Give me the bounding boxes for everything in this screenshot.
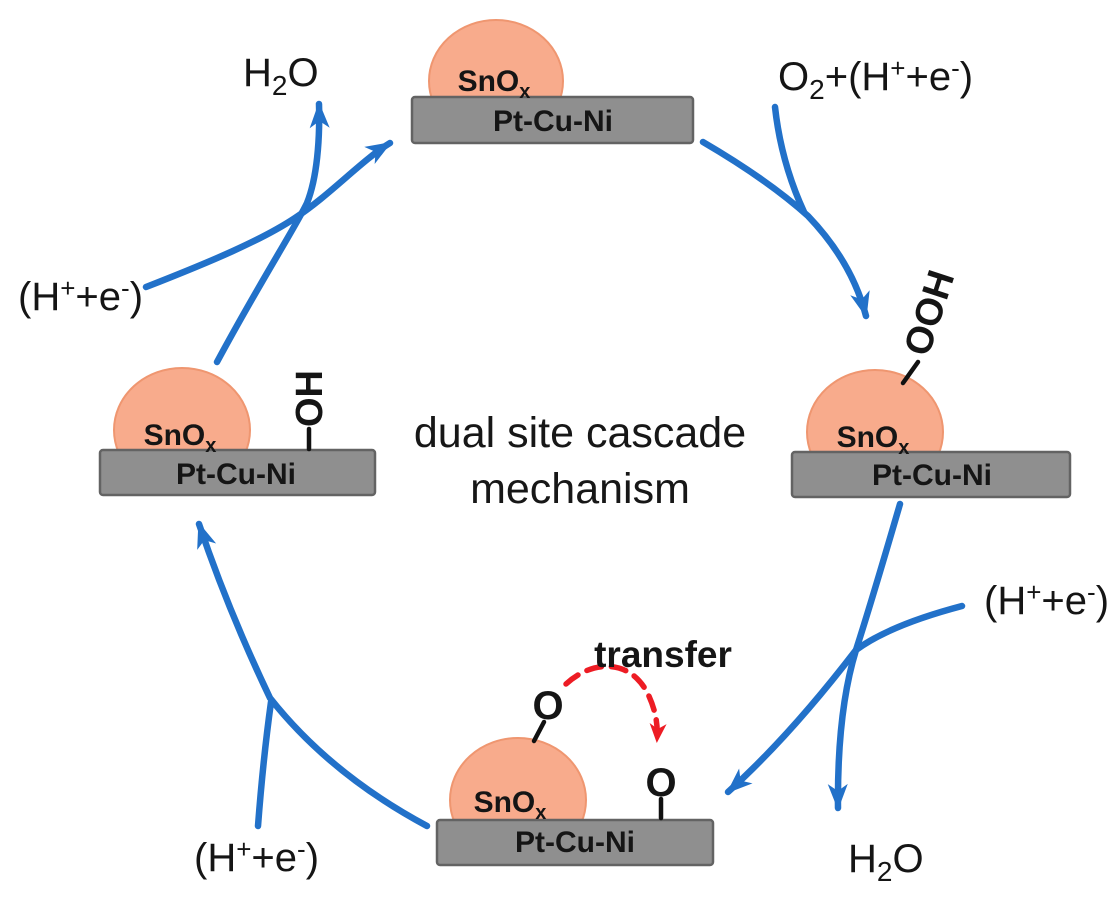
he-close: ): [130, 275, 143, 319]
snox-subscript: x: [519, 81, 530, 103]
catalyst-unit-right: SnOx Pt-Cu-Ni OOH: [790, 265, 1072, 499]
title-line-1: dual site cascade: [414, 409, 746, 457]
snox-label: SnOx: [837, 421, 910, 459]
ooh-label: OOH: [897, 265, 964, 360]
he-close: ): [306, 836, 319, 880]
o2-mid2: +e: [905, 55, 951, 99]
o2-proton-electron-label: O2+(H++e-): [778, 53, 973, 105]
support-label: Pt-Cu-Ni: [872, 459, 992, 492]
line-h-e-feed-bottom-left: [254, 698, 275, 830]
o2-sup1: +: [890, 53, 905, 83]
he-mid: +e: [75, 275, 121, 319]
o2-o: O: [778, 55, 809, 99]
he-sup1: +: [1026, 577, 1041, 607]
o2-sub: 2: [809, 74, 825, 105]
species-labels: H2O O2+(H++e-) (H++e-) (H++e-) (H++e-) H…: [18, 51, 1109, 887]
catalyst-unit-bottom: SnOx Pt-Cu-Ni O O transfer: [435, 634, 732, 867]
catalyst-unit-left: SnOx Pt-Cu-Ni OH: [98, 367, 377, 497]
o-atom-right: O: [645, 761, 676, 805]
arrow-bottom-to-left-catalyst: [195, 520, 431, 830]
o2-mid1: +(H: [825, 55, 891, 99]
arrow-top-to-ooh-site: [699, 138, 870, 320]
diagram-title: dual site cascade mechanism: [414, 409, 746, 513]
catalyst-unit-top: SnOx Pt-Cu-Ni: [410, 19, 695, 145]
title-line-2: mechanism: [470, 465, 690, 513]
snox-main: SnO: [837, 421, 899, 454]
he-sup2: -: [121, 273, 130, 303]
h2o-sub: 2: [272, 70, 288, 101]
o-atom-left: O: [532, 684, 563, 728]
snox-main: SnO: [474, 786, 536, 819]
he-sup1: +: [236, 834, 251, 864]
pt-cu-ni-support: [790, 450, 1072, 499]
he-sup1: +: [60, 273, 75, 303]
arrow-h-e-to-top-catalyst: [142, 139, 394, 291]
he-sup2: -: [1087, 577, 1096, 607]
h2o-o: O: [287, 51, 318, 95]
he-sup2: -: [297, 834, 306, 864]
pt-cu-ni-support: [435, 818, 715, 867]
pt-cu-ni-support: [98, 448, 377, 497]
o2-close: ): [960, 55, 973, 99]
support-label: Pt-Cu-Ni: [176, 458, 296, 491]
support-label: Pt-Cu-Ni: [515, 826, 635, 859]
h2o-label-top: H2O: [243, 51, 319, 101]
h2o-h: H: [848, 837, 877, 881]
arrow-h-e-to-bottom-catalyst: [724, 602, 966, 796]
snox-label: SnOx: [144, 419, 217, 457]
arrow-left-site-to-h2o: [213, 100, 330, 366]
he-close: ): [1096, 579, 1109, 623]
snox-label: SnOx: [474, 786, 547, 824]
snox-main: SnO: [144, 419, 206, 452]
o2-sup2: -: [951, 53, 960, 83]
proton-electron-label-bottom-left: (H++e-): [194, 834, 319, 880]
line-o2-feed: [771, 103, 808, 216]
pt-cu-ni-support: [410, 95, 695, 145]
he-mid: +e: [1041, 579, 1087, 623]
proton-electron-label-right: (H++e-): [984, 577, 1109, 623]
snox-subscript: x: [535, 802, 546, 824]
transfer-label: transfer: [594, 634, 732, 675]
proton-electron-label-left: (H++e-): [18, 273, 143, 319]
h2o-o: O: [892, 837, 923, 881]
snox-main: SnO: [458, 65, 520, 98]
h2o-h: H: [243, 51, 272, 95]
he-open: (H: [194, 836, 236, 880]
support-label: Pt-Cu-Ni: [493, 105, 613, 138]
he-mid: +e: [251, 836, 297, 880]
snox-subscript: x: [898, 437, 909, 459]
o-left-bond: [531, 719, 547, 744]
ooh-bond: [900, 359, 921, 386]
arrow-oxygen-transfer: [563, 663, 667, 743]
h2o-label-bottom: H2O: [848, 837, 924, 887]
he-open: (H: [984, 579, 1026, 623]
cycle-arrows: [142, 100, 966, 830]
oh-label: OH: [289, 370, 331, 427]
he-open: (H: [18, 275, 60, 319]
snox-subscript: x: [205, 435, 216, 457]
h2o-sub: 2: [877, 856, 893, 887]
snox-label: SnOx: [458, 65, 531, 103]
